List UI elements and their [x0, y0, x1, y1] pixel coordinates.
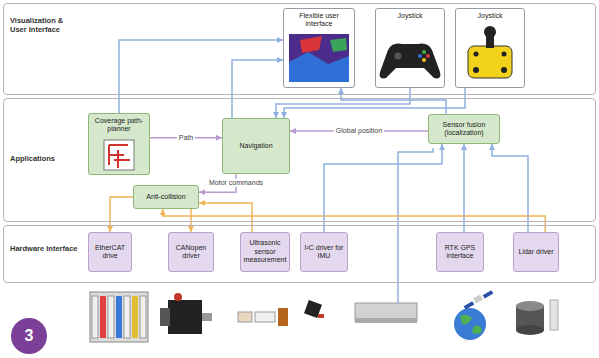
- ui-box: Flexible user interface: [283, 8, 355, 88]
- box-label: CANopen driver: [172, 244, 210, 261]
- process-box: Coverage path-planner: [88, 113, 150, 175]
- connector: [341, 88, 446, 114]
- plc-module: [90, 292, 148, 342]
- driver-box: Lidar driver: [513, 232, 559, 272]
- process-box: Navigation: [222, 118, 290, 174]
- joystick-icon: [468, 46, 512, 78]
- process-box: Anti-collision: [133, 185, 199, 209]
- band-title: Hardware Interface: [10, 244, 80, 253]
- box-label: Flexible user interface: [287, 12, 351, 29]
- layer-band: Hardware Interface EtherCAT drive CANopen …: [3, 225, 596, 283]
- gamepad-icon: [380, 44, 441, 79]
- connector: [463, 144, 465, 232]
- computer-unit: [355, 303, 417, 323]
- driver-box: RTK GPS interface: [436, 232, 484, 272]
- connector: [190, 209, 192, 232]
- callout-circle: [11, 318, 47, 354]
- connector: [324, 144, 442, 232]
- edge-label: Motor commands: [207, 179, 265, 187]
- box-label: Lidar driver: [518, 248, 553, 256]
- driver-box: CANopen driver: [168, 232, 214, 272]
- box-label: Anti-collision: [146, 193, 185, 201]
- planner-fill: [88, 113, 150, 175]
- box-label: Coverage path-planner: [92, 117, 146, 134]
- gps-globe: [454, 290, 493, 340]
- box-label: Ultrasonic sensor measurement: [244, 239, 287, 264]
- imu-chip: [304, 300, 324, 318]
- box-label: Sensor fusion (localization): [432, 121, 496, 138]
- process-box: Sensor fusion (localization): [428, 114, 500, 144]
- connector: [492, 144, 528, 232]
- map-region: [330, 38, 347, 52]
- edge-label: Global position: [334, 127, 384, 135]
- map-image: [289, 34, 349, 82]
- device-box: Joystick: [375, 8, 445, 88]
- layer-band: Applications Coverage path-plannerNavigat…: [3, 98, 596, 222]
- planner-icon-lines: [109, 145, 130, 168]
- box-label: Joystick: [478, 12, 503, 20]
- device-box: Joystick: [455, 8, 525, 88]
- connector: [110, 197, 133, 232]
- driver-box: I²C driver for IMU: [300, 232, 348, 272]
- driver-box: EtherCAT drive: [88, 232, 132, 272]
- box-label: Joystick: [398, 12, 423, 20]
- band-title: Applications: [10, 154, 80, 163]
- layer-band: Visualization & User Interface Flexible u…: [3, 3, 596, 95]
- connector: [276, 88, 410, 118]
- box-label: EtherCAT drive: [92, 244, 128, 261]
- lidar-unit: [516, 300, 558, 335]
- connector: [119, 40, 283, 113]
- box-label: Navigation: [239, 142, 272, 150]
- ultrasonic-sensor: [238, 308, 288, 326]
- edge-label: Path: [177, 134, 195, 142]
- box-label: I²C driver for IMU: [304, 244, 344, 261]
- box-label: RTK GPS interface: [440, 244, 480, 261]
- planner-icon: [104, 140, 134, 170]
- band-title: Visualization & User Interface: [10, 16, 80, 35]
- servo-motor: [160, 293, 212, 334]
- driver-box: Ultrasonic sensor measurement: [240, 232, 290, 272]
- connector: [163, 209, 546, 232]
- connector: [199, 203, 252, 232]
- map-region: [300, 36, 322, 53]
- callout-number: 3: [19, 326, 39, 346]
- map-region: [289, 52, 349, 82]
